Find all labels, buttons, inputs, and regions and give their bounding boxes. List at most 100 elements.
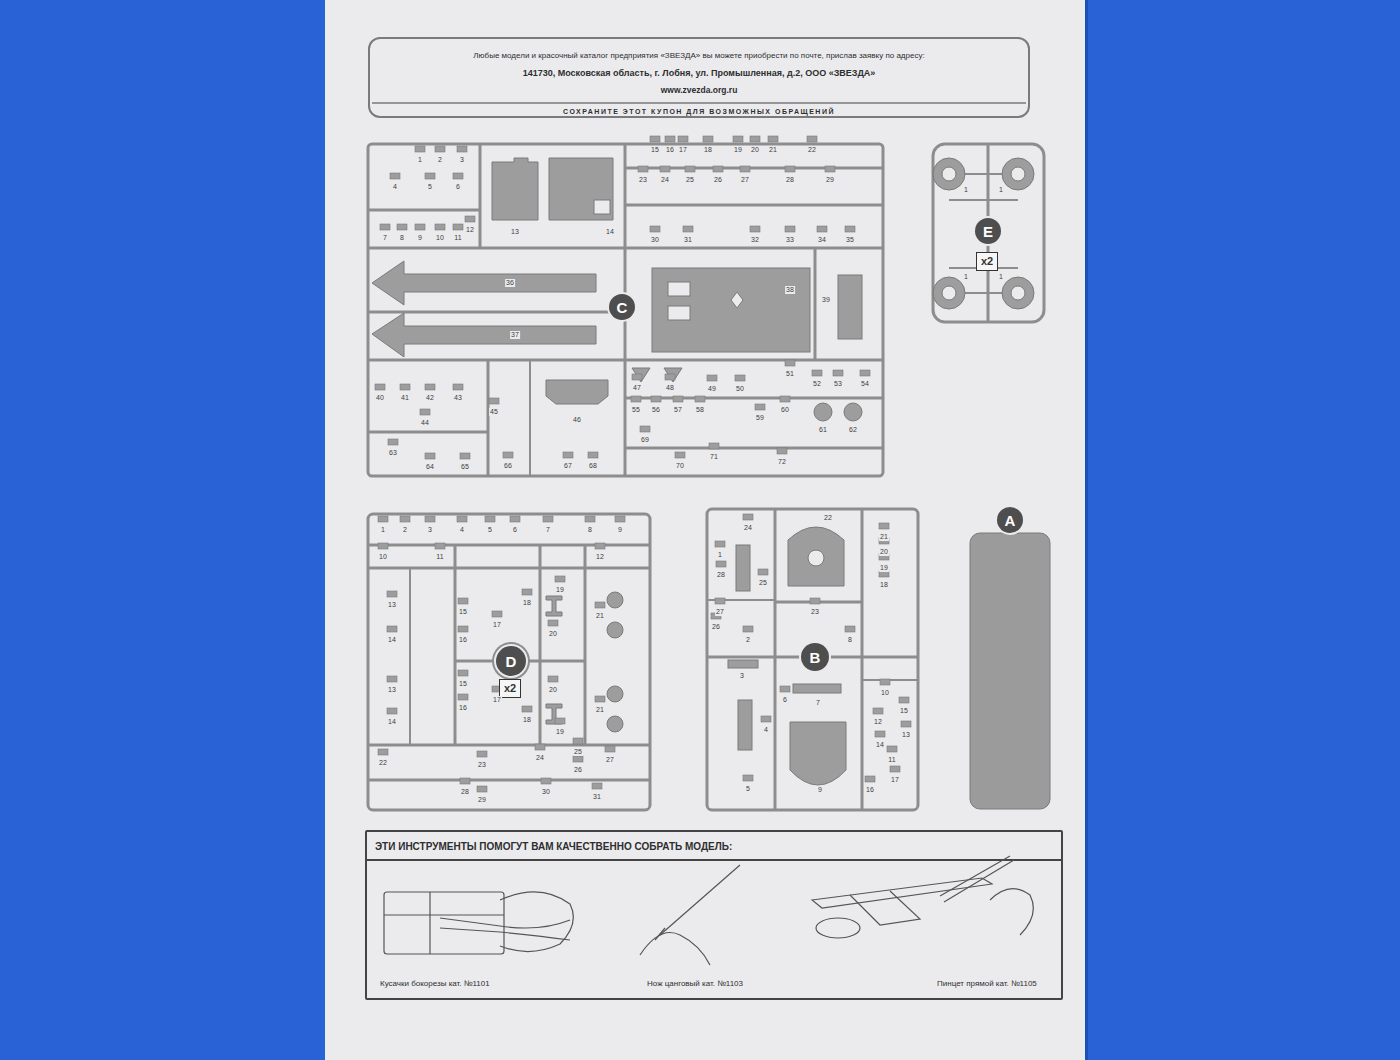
part-number: 63 [388,449,398,457]
part-number: 13 [387,601,397,609]
sprue-part [780,396,790,402]
part-number: 51 [785,370,795,378]
sprue-part [400,384,410,390]
sprue-part [400,516,410,522]
sprue-letter: C [617,300,628,315]
part-number: 5 [427,183,433,191]
part-number: 33 [785,236,795,244]
sprue-part [555,576,565,582]
sprue-part [387,626,397,632]
sprue-part [465,216,475,222]
part-number: 31 [683,236,693,244]
quantity-text: x2 [504,683,516,694]
part-number: 19 [879,564,889,572]
sprue-part [458,598,468,604]
sprue-part [477,751,487,757]
part-number: 1 [963,186,969,194]
part-number: 6 [512,526,518,534]
sprue-part [810,598,820,604]
part-number: 14 [387,718,397,726]
part-number: 41 [400,394,410,402]
sprue-part [901,721,911,727]
sprue-part [522,706,532,712]
part-number: 35 [845,236,855,244]
part-number: 24 [535,754,545,762]
sprue-part [489,398,499,404]
part-number: 11 [887,756,896,764]
part-number: 12 [595,553,605,561]
sprue-part [453,384,463,390]
part-number: 16 [458,636,468,644]
sprue-part [833,370,843,376]
part-number: 22 [807,146,817,154]
sprue-part [807,136,817,142]
sprue-part [812,370,822,376]
part-number: 65 [460,463,470,471]
sprue-part [777,448,787,454]
sprue-letter: B [810,650,821,665]
sprue-part [458,626,468,632]
part-number: 13 [901,731,911,739]
sprue-part [743,775,753,781]
part-number: 37 [510,331,520,339]
sprue-part [573,756,583,762]
quantity-box: x2 [499,679,521,698]
part-number: 14 [875,741,885,749]
part-number: 56 [651,406,661,414]
sprue-c-parts [372,158,862,421]
part-number: 7 [545,526,551,534]
coupon-box: Любые модели и красочный каталог предпри… [368,37,1030,118]
sprue-part [595,696,605,702]
part-number: 13 [510,228,520,236]
sprue-d-parts [546,592,623,732]
part-number: 2 [745,636,751,644]
part-number: 9 [817,786,823,794]
sprue-part [890,766,900,772]
part-number: 48 [665,384,675,392]
part-number: 24 [743,524,753,532]
part-number: 1 [717,551,723,559]
sprue-part [755,404,765,410]
coupon-address: 141730, Московская область, г. Лобня, ул… [523,68,876,78]
part-number: 15 [458,680,468,688]
part-number: 71 [709,453,719,461]
sprue-letter-badge: A [997,507,1023,533]
sprue-part [397,224,407,230]
part-number: 12 [873,718,883,726]
part-number: 6 [455,183,461,191]
part-number: 19 [733,146,743,154]
part-number: 3 [739,672,745,680]
sprue-part [592,783,602,789]
sprue-part [845,626,855,632]
tool-caption: Нож цанговый кат. №1103 [647,979,743,988]
part-number: 62 [848,426,858,434]
sprue-part [415,146,425,152]
part-number: 5 [487,526,493,534]
coupon-divider [372,102,1026,104]
part-number: 40 [375,394,385,402]
part-number: 8 [399,234,405,242]
part-number: 9 [417,234,423,242]
part-number: 49 [707,385,717,393]
sprue-part [887,746,897,752]
part-number: 9 [617,526,623,534]
sprue-part [707,375,717,381]
sprue-part [380,224,390,230]
part-number: 15 [650,146,660,154]
sprue-c-frame [368,144,883,476]
part-number: 1 [998,273,1004,281]
part-number: 46 [572,416,582,424]
sprue-part [425,173,435,179]
part-number: 66 [503,462,513,470]
part-number: 20 [750,146,760,154]
part-number: 6 [782,696,788,704]
sprue-part [650,226,660,232]
part-number: 52 [812,380,822,388]
sprue-part [605,746,615,752]
sprue-part [713,166,723,172]
coupon-note: СОХРАНИТЕ ЭТОТ КУПОН ДЛЯ ВОЗМОЖНЫХ ОБРАЩ… [563,108,835,116]
small-parts [375,136,911,792]
part-number: 27 [715,608,725,616]
